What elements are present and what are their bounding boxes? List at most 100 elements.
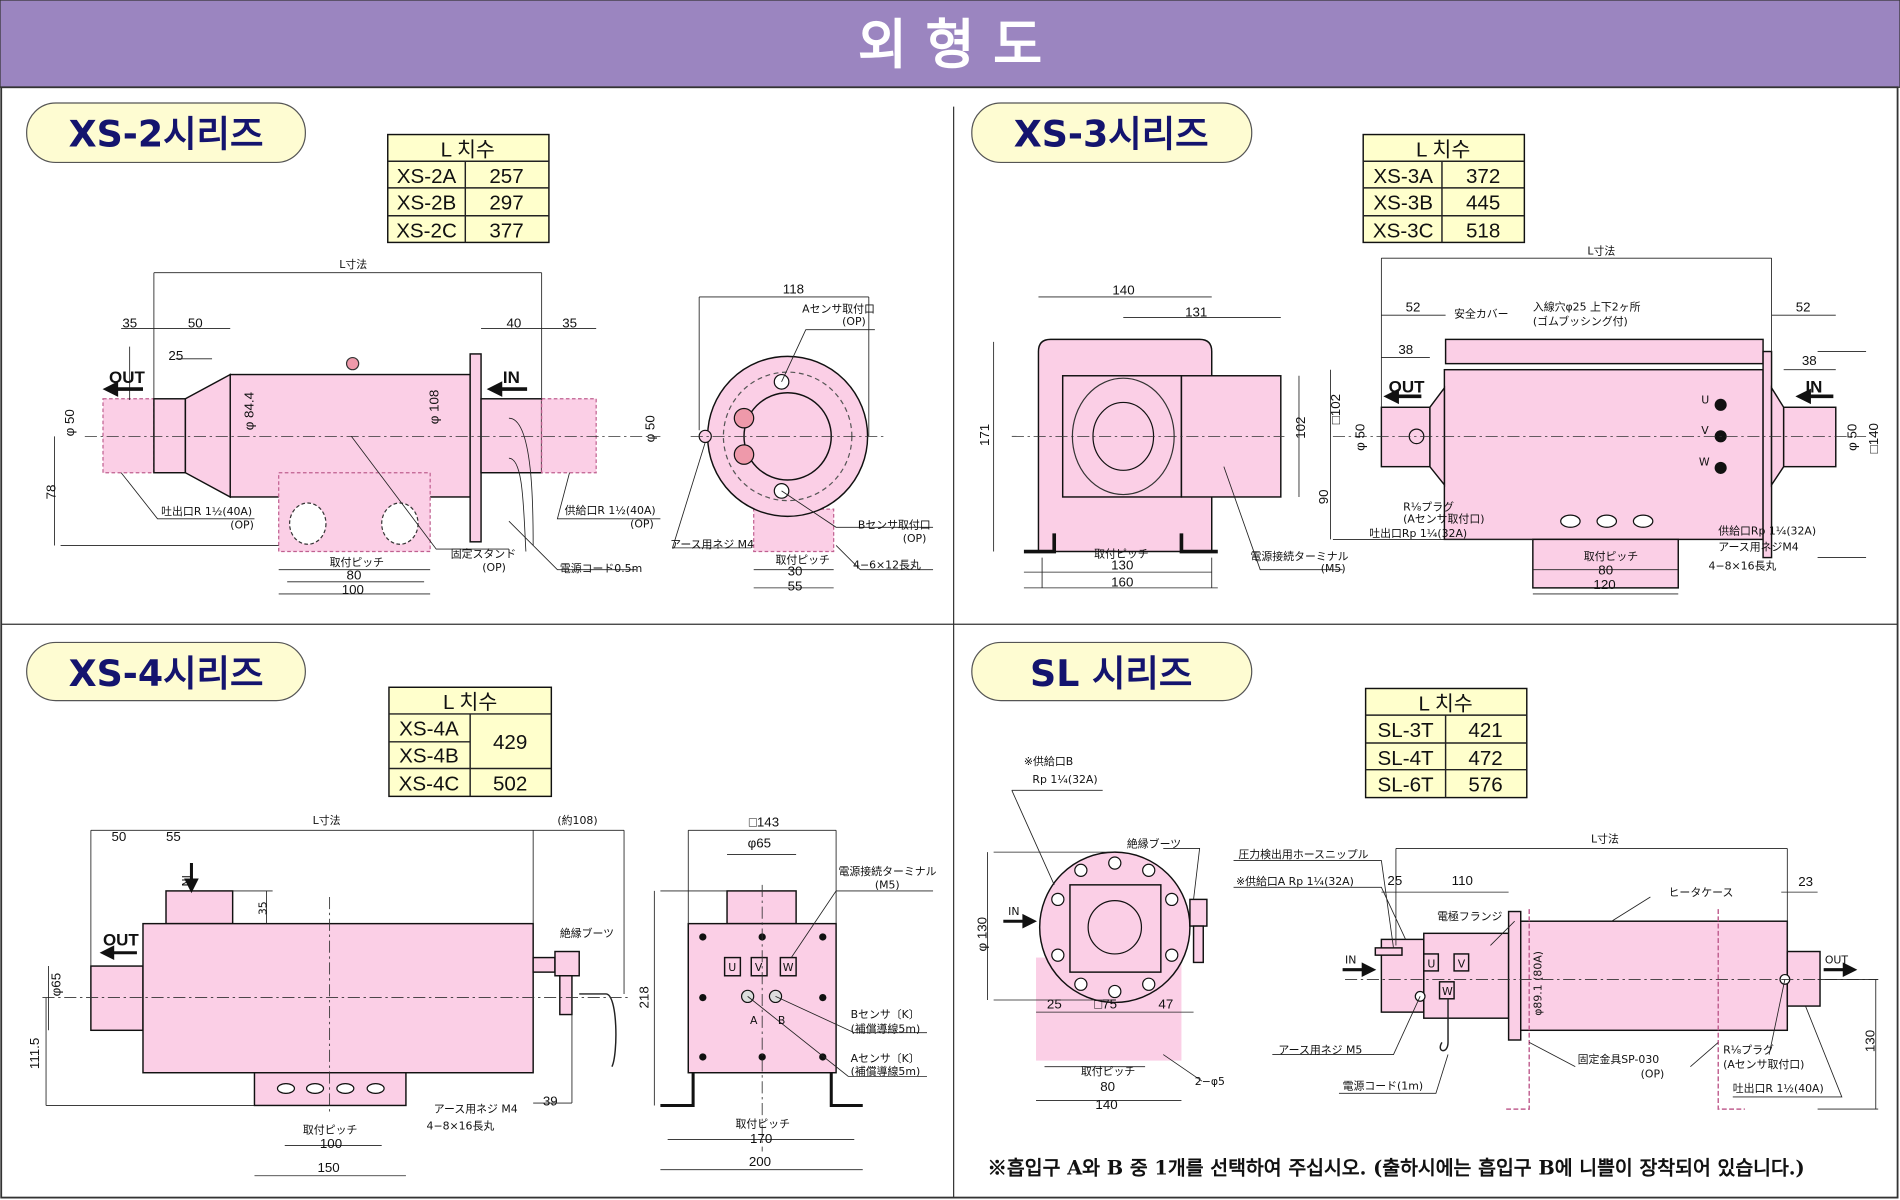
dimension-label: 吐出口Rp 1¼(32A) xyxy=(1369,526,1467,540)
dimension-label: W xyxy=(783,961,794,974)
dimension-label: □140 xyxy=(1866,423,1881,453)
dimension-label: 電極フランジ xyxy=(1437,909,1502,923)
sl-title: SL 시리즈 xyxy=(1030,652,1192,695)
dimension-label: 電源コード(1m) xyxy=(1343,1079,1423,1093)
dimension-label: V xyxy=(1701,424,1709,437)
dimension-label: 30 xyxy=(788,564,803,579)
dimension-label: φ 50 xyxy=(1352,424,1367,451)
dimension-label: φ 84.4 xyxy=(241,391,256,430)
table-cell: XS-4A xyxy=(399,718,459,741)
dimension-label: 39 xyxy=(543,1093,558,1108)
dimension-label: 118 xyxy=(783,281,804,296)
table-cell: XS-3B xyxy=(1373,192,1433,215)
dimension-label: 130 xyxy=(1111,558,1133,573)
dimension-label: (OP) xyxy=(842,315,866,328)
dimension-label: OUT xyxy=(1389,378,1425,397)
dimension-label: OUT xyxy=(103,930,139,949)
dimension-label: 50 xyxy=(188,315,203,330)
table-cell: SL-4T xyxy=(1378,747,1434,770)
dimension-label: 固定スタンド xyxy=(451,547,516,561)
dimension-label: A xyxy=(750,1014,758,1027)
dimension-label: 35 xyxy=(562,315,577,330)
dimension-label: 100 xyxy=(342,582,364,597)
dimension-label: Rp 1¼(32A) xyxy=(1032,773,1097,786)
dimension-label: 130 xyxy=(1863,1030,1878,1052)
dimension-label: (OP) xyxy=(482,561,506,574)
dimension-label: (ゴムブッシング付) xyxy=(1533,314,1628,328)
dimension-label: U xyxy=(728,961,736,974)
dimension-label: 取付ピッチ xyxy=(1081,1065,1135,1078)
dimension-label: 100 xyxy=(320,1136,342,1151)
dimension-label: 218 xyxy=(636,986,651,1008)
dimension-label: 35 xyxy=(122,315,137,330)
dimension-label: Aセンサ〔K〕 xyxy=(851,1052,920,1065)
dimension-label: 取付ピッチ xyxy=(1584,550,1638,563)
dimension-label: 絶縁ブーツ xyxy=(560,926,614,940)
dimension-label: IN xyxy=(1008,905,1019,918)
dimension-label: φ 108 xyxy=(427,390,442,425)
dimension-label: 102 xyxy=(1293,417,1308,439)
table-header: L 치수 xyxy=(441,138,495,161)
dimension-label: φ65 xyxy=(49,973,64,996)
dimension-label: Bセンサ取付口 xyxy=(858,518,931,531)
xs2-l-table: L 치수 XS-2A 257 XS-2B 297 XS-2C 377 xyxy=(387,133,550,244)
sl-section: SL 시리즈 L 치수 SL-3T 421 SL-4T 472 SL-6T 57… xyxy=(971,641,1879,1180)
table-cell: XS-4C xyxy=(399,772,460,795)
table-cell: XS-4B xyxy=(399,744,459,767)
dimension-label: 圧力検出用ホースニップル xyxy=(1238,847,1368,861)
dimension-label: IN xyxy=(503,368,520,387)
dimension-label: U xyxy=(1427,957,1435,970)
table-cell: 445 xyxy=(1466,192,1500,215)
dimension-label: アース用ネジ M4 xyxy=(434,1103,518,1116)
table-cell: SL-3T xyxy=(1378,719,1434,742)
table-cell: XS-2C xyxy=(396,220,457,243)
dimension-label: 35 xyxy=(257,901,270,915)
dimension-label: (Aセンサ取付口) xyxy=(1403,512,1484,525)
dimension-label: 25 xyxy=(1387,873,1402,888)
dimension-label: B xyxy=(778,1014,785,1027)
sl-l-table: L 치수 SL-3T 421 SL-4T 472 SL-6T 576 xyxy=(1364,687,1528,799)
dimension-label: 38 xyxy=(1398,342,1413,357)
table-cell: 297 xyxy=(489,192,523,215)
dimension-label: φ65 xyxy=(748,835,771,850)
sl-dimension-labels: ※供給口B Rp 1¼(32A) 絶縁ブーツ IN φ 130 25 □75 4… xyxy=(974,754,1877,1112)
dimension-label: φ 50 xyxy=(1844,424,1859,451)
dimension-label: □75 xyxy=(1094,996,1117,1011)
xs4-side-view xyxy=(42,829,631,1177)
dimension-label: 2−φ5 xyxy=(1195,1075,1225,1088)
dimension-label: Aセンサ取付口 xyxy=(802,303,875,316)
dimension-label: (M5) xyxy=(875,878,900,891)
dimension-label: 55 xyxy=(166,829,181,844)
dimension-label: L寸法 xyxy=(339,257,367,271)
dimension-label: R⅛プラグ xyxy=(1723,1042,1774,1056)
table-cell: 421 xyxy=(1468,719,1502,742)
dimension-label: (OP) xyxy=(230,518,254,531)
dimension-label: U xyxy=(1701,394,1709,407)
dimension-label: (Aセンサ取付口) xyxy=(1723,1058,1804,1071)
dimension-label: IN xyxy=(179,875,192,886)
dimension-label: 90 xyxy=(1316,489,1331,504)
dimension-label: 電源接続ターミナル xyxy=(839,864,937,878)
dimension-label: □143 xyxy=(749,815,779,830)
table-cell: XS-3A xyxy=(1373,165,1433,188)
dimension-label: ※供給口A Rp 1¼(32A) xyxy=(1236,874,1354,888)
dimension-label: 吐出口R 1½(40A) xyxy=(1733,1081,1824,1095)
dimension-label: 55 xyxy=(788,578,803,593)
dimension-label: 4−8×16長丸 xyxy=(427,1120,495,1133)
dimension-label: アース用ネジM4 xyxy=(1718,540,1799,553)
dimension-label: 80 xyxy=(347,567,362,582)
dimension-label: 吐出口R 1½(40A) xyxy=(161,504,252,518)
dimension-label: V xyxy=(1458,957,1466,970)
xs2-title-pill xyxy=(26,102,306,164)
xs2-title: XS-2시리즈 xyxy=(69,113,264,156)
dimension-label: 取付ピッチ xyxy=(776,554,830,567)
dimension-label: 供給口Rp 1¼(32A) xyxy=(1718,524,1816,538)
page-title: 외 형 도 xyxy=(858,14,1042,76)
dimension-label: Bセンサ〔K〕 xyxy=(851,1008,920,1021)
table-cell: 576 xyxy=(1468,774,1502,797)
dimension-label: 78 xyxy=(44,485,59,500)
dimension-label: 40 xyxy=(507,315,522,330)
dimension-label: (OP) xyxy=(903,532,927,545)
dimension-label: 140 xyxy=(1112,283,1134,298)
